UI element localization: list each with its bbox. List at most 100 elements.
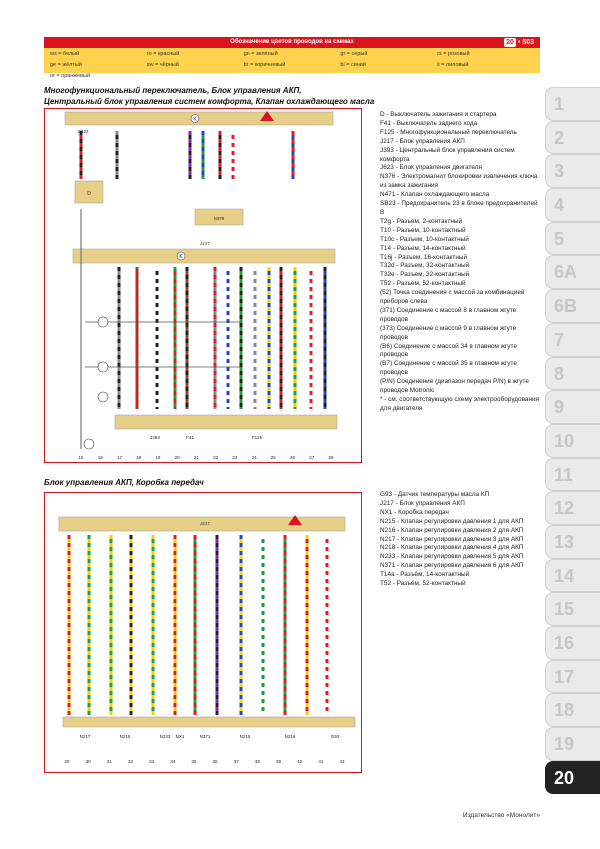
component-list-item: G93 - Датчик температуры масла КП (380, 491, 490, 498)
component-list-item: N215 - Клапан регулировки давления 1 для… (380, 517, 524, 525)
column-number: 20 (175, 455, 181, 460)
component-list-item: * - см. соответствующую схему электрообо… (380, 396, 540, 412)
legend-title: Обозначение цветов проводов на схемах (230, 39, 354, 45)
column-number: 25 (271, 455, 277, 460)
chapter-tab-11[interactable]: 11 (545, 457, 600, 492)
chapter-tab-9[interactable]: 9 (545, 390, 600, 424)
column-number: 19 (155, 455, 161, 460)
component-list-item: (B7) Соединение с массой 35 в главном жг… (380, 360, 517, 377)
component-list-item: N376 - Электромагнит блокировки извлечен… (380, 173, 538, 190)
chapter-tab-18[interactable]: 18 (545, 693, 600, 728)
chapter-tab-1[interactable]: 1 (545, 87, 600, 121)
legend-item: sw = чёрный (146, 62, 179, 68)
column-number: 34 (170, 759, 176, 764)
component-label: N233 (160, 734, 171, 739)
legend-item: br = коричневый (243, 62, 286, 68)
component-list-item: N233 - Клапан регулировки давления 5 для… (380, 553, 524, 561)
chapter-tab-8[interactable]: 8 (545, 356, 600, 391)
j217-bus (58, 516, 346, 532)
component-list-item: T14a - Разъём, 14-контактный (380, 571, 470, 579)
ignition-switch-box (74, 180, 104, 204)
component-label: G93 (331, 734, 340, 739)
chapter-tab-17[interactable]: 17 (545, 659, 600, 694)
j217-label: J217 (200, 521, 210, 526)
chapter-tab-20[interactable]: 20 (545, 760, 600, 795)
component-list-item: T52 - Разъём, 52-контактный (380, 580, 466, 588)
legend-item: rs = розовый (437, 51, 470, 57)
component-list-item: T32d - Разъем, 32-контактный (380, 262, 470, 270)
chapter-tab-10[interactable]: 10 (545, 423, 600, 458)
chapter-tab-3[interactable]: 3 (545, 154, 600, 189)
component-list-item: NX1 - Коробка передач (380, 508, 449, 516)
page-number-text: • 503 (517, 39, 534, 46)
component-list-item: (52) Точка соединения с массой за комбин… (380, 289, 525, 306)
section1-title-line1: Многофункциональный переключатель, Блок … (44, 86, 302, 95)
connector-k-circle (190, 114, 200, 123)
n376-label: N376 (214, 216, 225, 221)
chapter-tab-13[interactable]: 13 (545, 524, 600, 559)
f125-label: F125 (252, 435, 263, 440)
ground-point-icon (83, 438, 95, 450)
chapter-tab-4[interactable]: 4 (545, 188, 600, 222)
chapter-tab-12[interactable]: 12 (545, 491, 600, 525)
legend-item: ge = жёлтый (50, 62, 82, 68)
components-bus-bottom (114, 414, 338, 430)
chapter-tab-2[interactable]: 2 (545, 120, 600, 155)
column-number: 16 (98, 455, 104, 460)
ground-point-icon (97, 316, 109, 328)
column-number: 30 (86, 759, 92, 764)
connector-k2-label: K (179, 254, 183, 260)
component-list-item: T14 - Разъем, 14-контактный (380, 244, 466, 252)
column-number: 35 (191, 759, 197, 764)
column-number: 31 (107, 759, 113, 764)
legend-item: or = оранжевый (50, 73, 91, 79)
legend-item: gr = серый (340, 51, 368, 57)
column-number: 41 (318, 759, 324, 764)
component-list-item: J217 - Блок управления АКП (380, 499, 465, 507)
legend-header: Обозначение цветов проводов на схемах 20… (44, 37, 540, 48)
ground-point-icon (97, 361, 109, 373)
component-list-item: T52 - Разъем, 52-контактный (380, 280, 466, 288)
legend-grid: ws = белый ro = красный gn = зелёный gr … (44, 48, 540, 83)
publisher: Издательство «Монолит» (462, 812, 540, 819)
chapter-tab-14[interactable]: 14 (545, 558, 600, 593)
column-number: 33 (149, 759, 155, 764)
chapter-tab-6a[interactable]: 6A (545, 255, 600, 290)
column-number: 18 (136, 455, 142, 460)
ignition-switch-label: D (87, 191, 91, 197)
component-list-item: D - Выключатель зажигания и стартера (380, 111, 497, 118)
component-list-item: J217 - Блок управления АКП (380, 137, 465, 145)
column-number: 36 (213, 759, 219, 764)
component-list-item: T10 - Разъем, 10-контактный (380, 226, 466, 234)
column-number: 28 (328, 455, 334, 460)
n376-box (194, 208, 244, 226)
chapter-tab-7[interactable]: 7 (545, 322, 600, 357)
component-list-item: (P/N) Соединение (диапазон передач P/N) … (380, 378, 529, 395)
chapter-tab-5[interactable]: 5 (545, 221, 600, 256)
column-number: 32 (128, 759, 134, 764)
component-list-item: N471 - Клапан охлаждающего масла (380, 191, 490, 199)
chapter-tab-6b[interactable]: 6B (545, 289, 600, 323)
component-list-item: N217 - Клапан регулировки давления 3 для… (380, 535, 524, 543)
chapter-tab-16[interactable]: 16 (545, 626, 600, 660)
column-number: 40 (297, 759, 303, 764)
component-list-item: J623 - Блок управления двигателя (380, 164, 482, 172)
component-list-item: SB23 - Предохранитель 23 в блоке предохр… (380, 200, 538, 216)
section1-title-line2: Центральный блок управления систем комфо… (44, 97, 375, 106)
column-number: 24 (252, 455, 258, 460)
component-list-item: (371) Соединение с массой 8 в главном жг… (380, 306, 517, 323)
component-list-item: F41 - Выключатель заднего хода (380, 119, 478, 127)
column-number: 23 (232, 455, 238, 460)
chapter-tab-15[interactable]: 15 (545, 592, 600, 626)
fuse-label: SB23 (77, 129, 89, 134)
legend-item: li = лиловый (437, 62, 469, 68)
component-list-item: (373) Соединение с массой 9 в главном жг… (380, 324, 517, 341)
legend-item: ro = красный (146, 51, 180, 57)
column-number: 17 (117, 455, 123, 460)
page-number: 20• 503 (504, 38, 534, 47)
chapter-tab-19[interactable]: 19 (545, 727, 600, 761)
component-list-item: T32e - Разъем, 32-контактный (380, 271, 470, 279)
component-list-item: T2g - Разъем, 2-контактный (380, 217, 463, 225)
